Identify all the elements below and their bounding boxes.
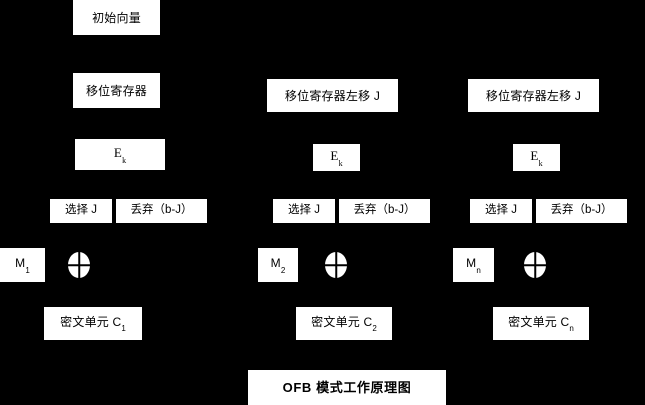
encrypt-label-2: Ek (330, 148, 343, 168)
encrypt-box-2: Ek (313, 144, 360, 171)
plaintext-label-2: M2 (270, 256, 286, 275)
shift-register-box-2: 移位寄存器左移 J (267, 79, 398, 112)
select-box-3: 选择 J (470, 199, 532, 223)
initial-vector-label: 初始向量 (92, 10, 141, 25)
select-label-3: 选择 J (485, 204, 517, 217)
encrypt-box-3: Ek (513, 144, 560, 171)
initial-vector-box: 初始向量 (73, 0, 160, 35)
shift-register-box-3: 移位寄存器左移 J (468, 79, 599, 112)
encrypt-box-1: Ek (75, 139, 165, 170)
plaintext-box-2: M2 (258, 248, 298, 282)
ciphertext-label-1: 密文单元 C1 (60, 314, 126, 334)
select-label-1: 选择 J (65, 204, 97, 217)
discard-box-1: 丢弃（b-J） (116, 199, 207, 223)
ciphertext-box-3: 密文单元 Cn (493, 307, 589, 340)
plaintext-box-3: Mn (453, 248, 494, 282)
plaintext-label-3: Mn (466, 256, 481, 275)
select-discard-group-1: 选择 J 丢弃（b-J） (50, 199, 207, 223)
ciphertext-box-2: 密文单元 C2 (296, 307, 392, 340)
xor-icon-1 (68, 252, 90, 278)
shift-register-box-1: 移位寄存器 (73, 73, 160, 108)
discard-label-3: 丢弃（b-J） (550, 204, 613, 217)
discard-box-3: 丢弃（b-J） (536, 199, 627, 223)
discard-label-1: 丢弃（b-J） (130, 204, 193, 217)
discard-label-2: 丢弃（b-J） (353, 204, 416, 217)
shift-register-label-2: 移位寄存器左移 J (284, 88, 381, 103)
plaintext-label-1: M1 (15, 256, 30, 275)
ciphertext-label-2: 密文单元 C2 (311, 314, 377, 334)
diagram-title-box: OFB 模式工作原理图 (248, 370, 446, 405)
diagram-title-label: OFB 模式工作原理图 (282, 380, 412, 395)
select-label-2: 选择 J (288, 204, 320, 217)
discard-box-2: 丢弃（b-J） (339, 199, 430, 223)
xor-icon-3 (524, 252, 546, 278)
xor-icon-2 (325, 252, 347, 278)
select-discard-group-3: 选择 J 丢弃（b-J） (470, 199, 627, 223)
select-discard-group-2: 选择 J 丢弃（b-J） (273, 199, 430, 223)
ciphertext-box-1: 密文单元 C1 (44, 307, 142, 340)
plaintext-box-1: M1 (0, 248, 45, 282)
select-box-2: 选择 J (273, 199, 335, 223)
encrypt-label-3: Ek (530, 148, 543, 168)
shift-register-label-1: 移位寄存器 (85, 83, 147, 98)
encrypt-label-1: Ek (113, 145, 127, 165)
shift-register-label-3: 移位寄存器左移 J (485, 88, 582, 103)
select-box-1: 选择 J (50, 199, 112, 223)
ciphertext-label-3: 密文单元 Cn (508, 314, 574, 334)
